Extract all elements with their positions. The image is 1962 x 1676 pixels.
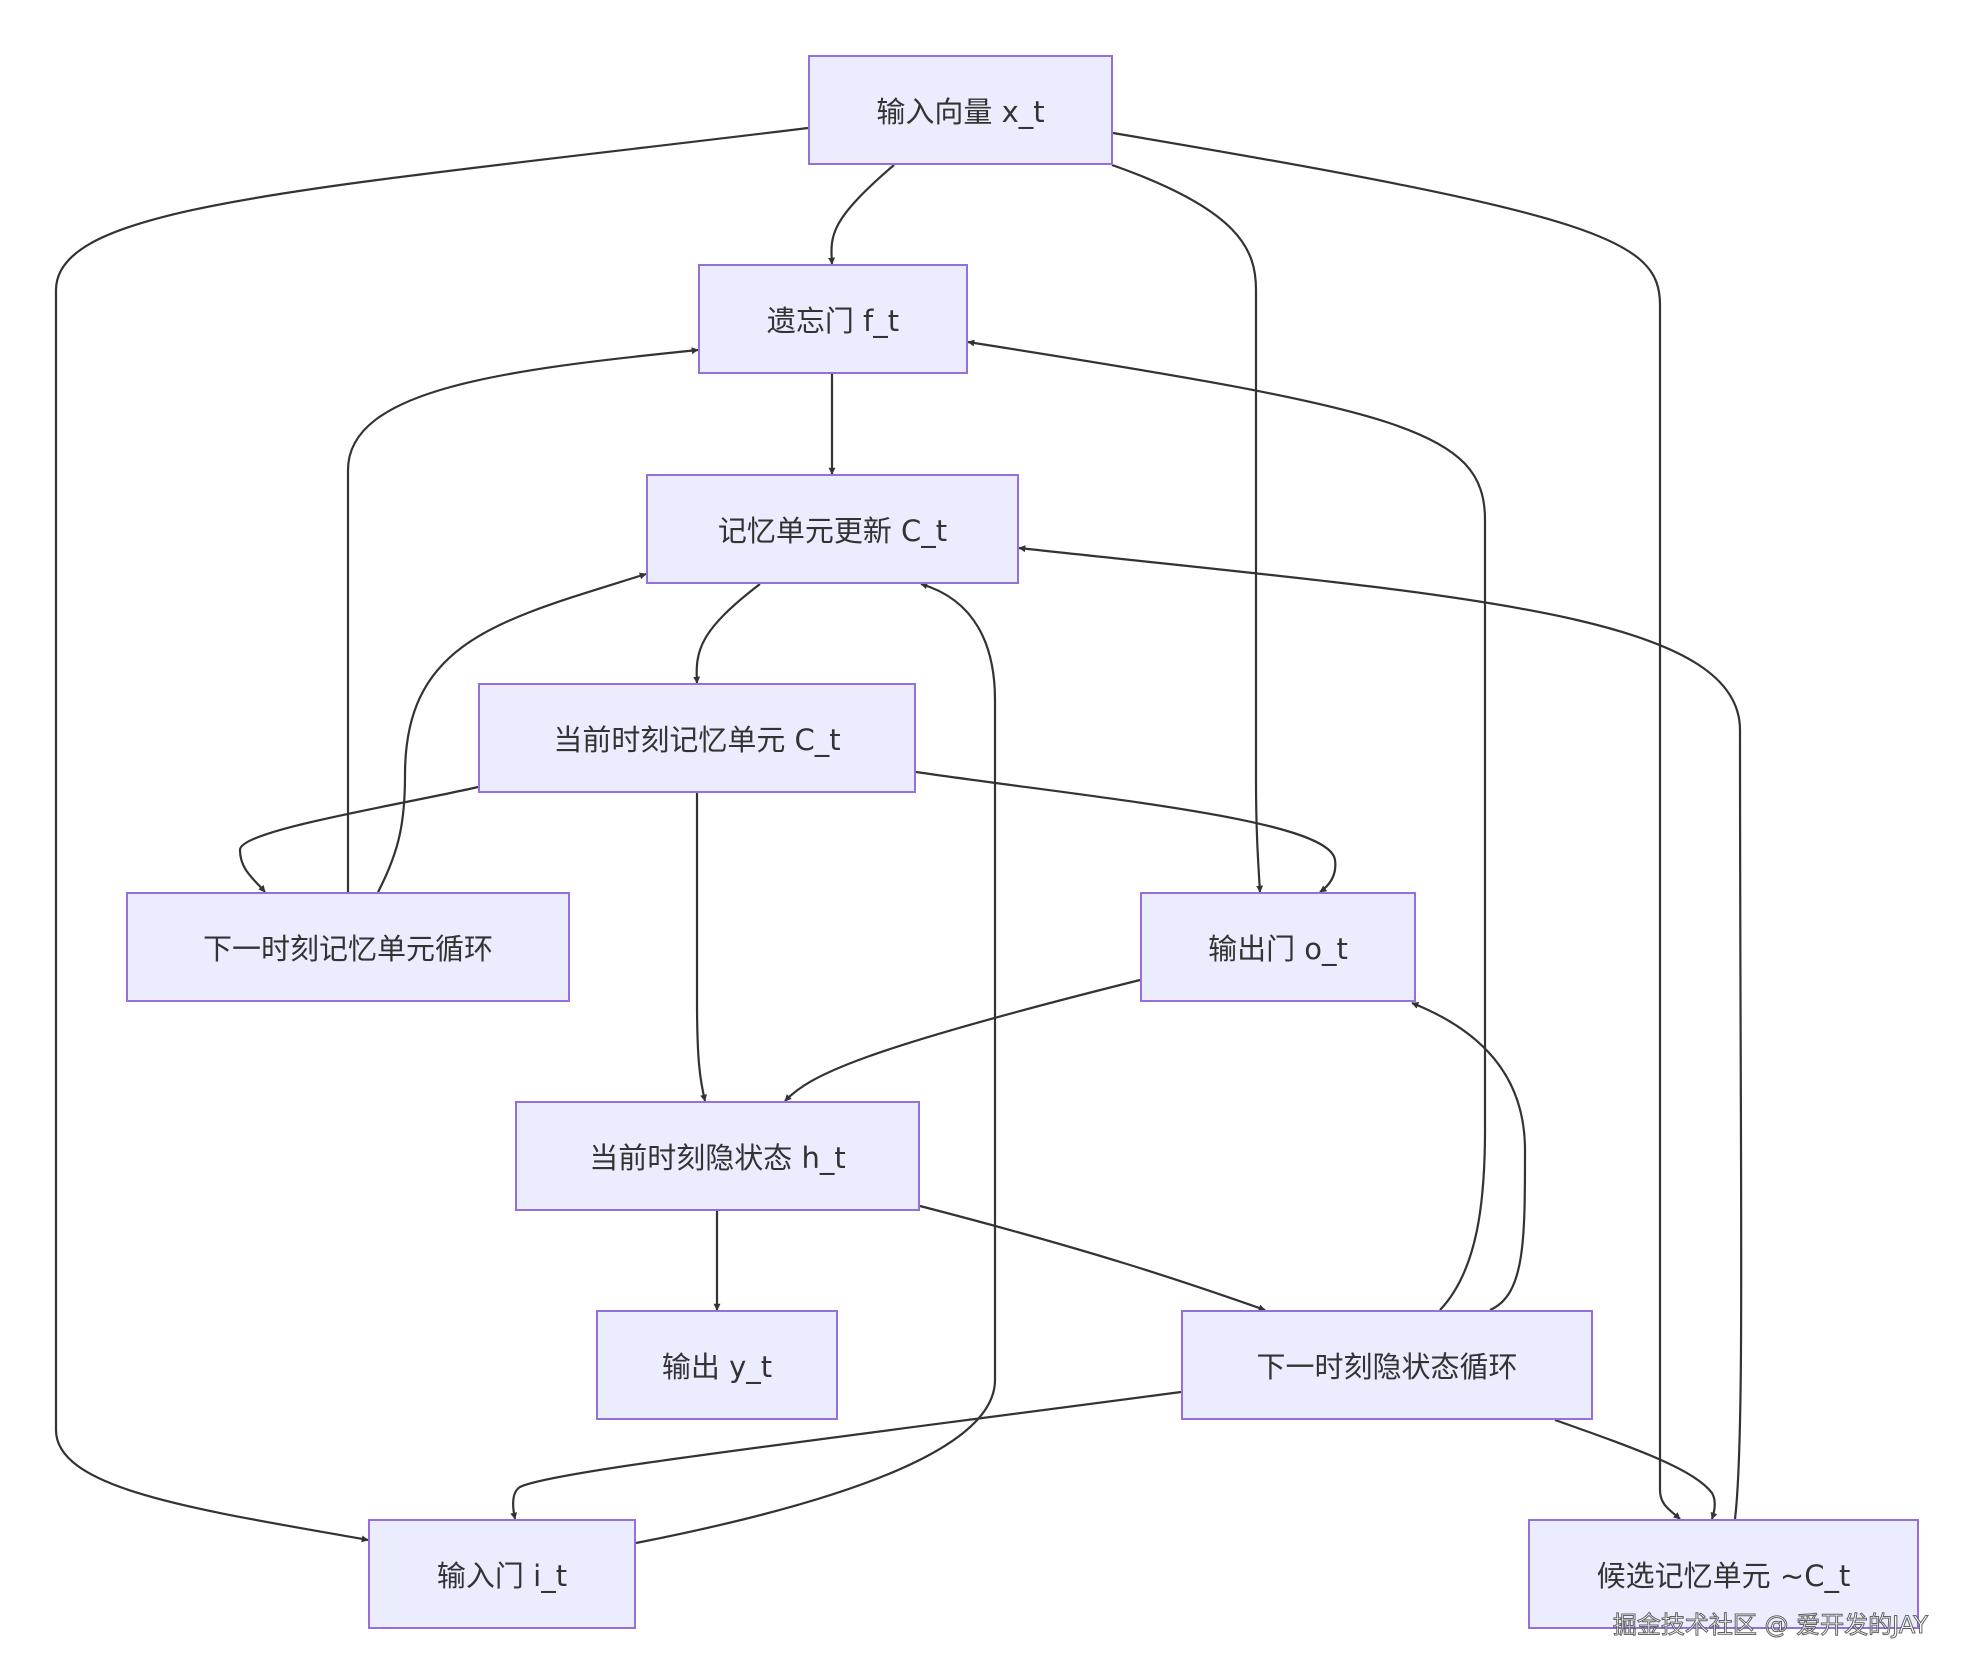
node-cell-update-ct[interactable]: 记忆单元更新 C_t — [646, 474, 1019, 584]
edge-next_c-to-update — [377, 572, 647, 893]
node-next-cell-loop[interactable]: 下一时刻记忆单元循环 — [126, 892, 570, 1002]
edge-next_h-to-ft — [967, 339, 1487, 1311]
node-current-cell-ct[interactable]: 当前时刻记忆单元 C_t — [478, 683, 916, 793]
edge-ht-to-next_h — [919, 1204, 1266, 1312]
node-candidate-cell-ct[interactable]: 候选记忆单元 ~C_t — [1528, 1519, 1919, 1629]
edge-ot-to-ht — [784, 978, 1141, 1102]
edge-cand-to-update — [1018, 545, 1743, 1520]
edge-it-to-update — [635, 582, 997, 1545]
node-forget-gate-ft[interactable]: 遗忘门 f_t — [698, 264, 968, 374]
node-output-yt[interactable]: 输出 y_t — [596, 1310, 838, 1420]
node-input-gate-it[interactable]: 输入门 i_t — [368, 1519, 636, 1629]
edge-update-to-cur_c — [693, 583, 761, 684]
edge-next_h-to-ot — [1411, 1001, 1527, 1312]
node-next-hidden-loop[interactable]: 下一时刻隐状态循环 — [1181, 1310, 1593, 1420]
edge-cur_c-to-next_c — [238, 785, 479, 893]
node-current-hidden-ht[interactable]: 当前时刻隐状态 h_t — [515, 1101, 920, 1211]
edge-xt-to-it — [54, 126, 809, 1543]
node-input-vector-xt[interactable]: 输入向量 x_t — [808, 55, 1113, 165]
edge-xt-to-cand — [1112, 131, 1681, 1520]
edge-next_h-to-cand — [1554, 1418, 1718, 1520]
edge-xt-to-ft — [828, 164, 895, 265]
edge-xt-to-ot — [1111, 163, 1264, 893]
watermark: 掘金技术社区 @ 爱开发的JAY — [1612, 1611, 1928, 1640]
edge-cur_c-to-ht — [695, 793, 707, 1102]
edge-cur_c-to-ot — [915, 770, 1337, 893]
edge-next_h-to-it — [510, 1390, 1182, 1520]
node-output-gate-ot[interactable]: 输出门 o_t — [1140, 892, 1416, 1002]
edge-next_c-to-ft — [346, 347, 699, 892]
